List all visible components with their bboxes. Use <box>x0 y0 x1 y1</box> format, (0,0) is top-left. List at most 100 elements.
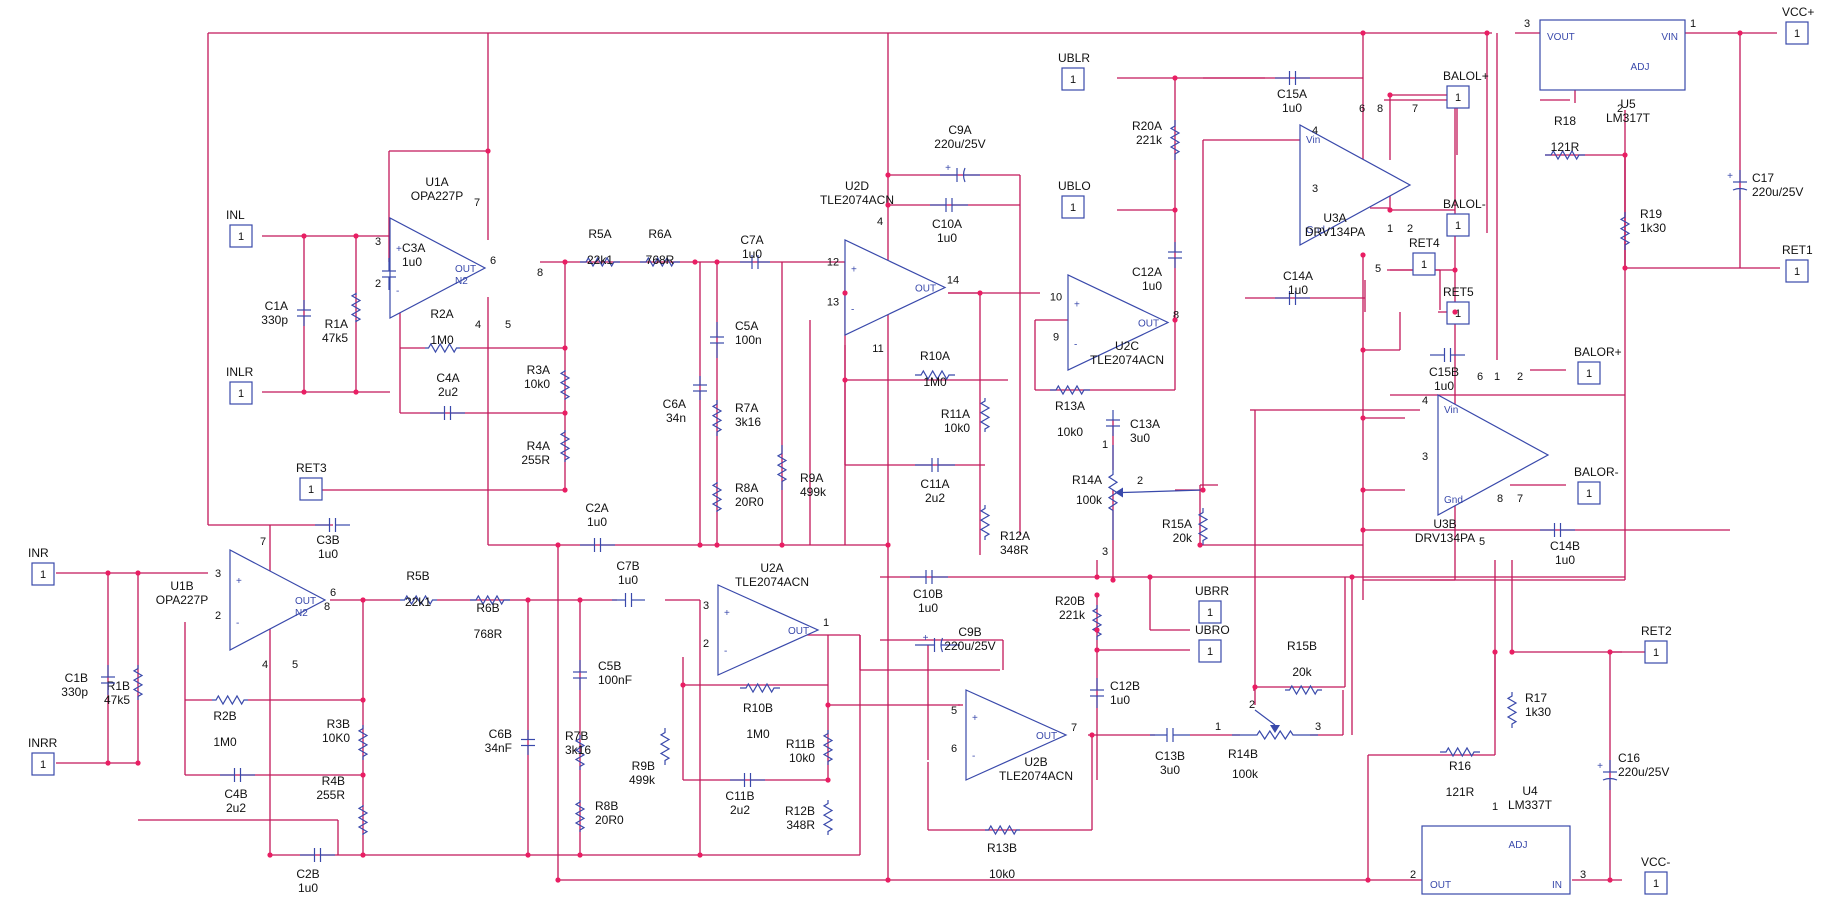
pin-minus: 2 <box>215 610 221 622</box>
resistor-body <box>1169 120 1181 160</box>
port-label: RET3 <box>296 461 327 475</box>
driver-pin: 6 <box>1477 371 1483 383</box>
output-mark: OUT <box>1036 731 1057 742</box>
resistor-ref: R8B <box>595 799 618 813</box>
resistor-value: 1k30 <box>1640 221 1666 235</box>
minus-input-mark: - <box>851 304 854 315</box>
polarity-mark: + <box>945 163 951 174</box>
pot-pin-1: 1 <box>1215 721 1221 733</box>
opamp-part: OPA227P <box>411 189 463 203</box>
pin-minus: 6 <box>951 743 957 755</box>
resistor-body <box>574 735 586 770</box>
capacitor-ref: C3A <box>402 241 425 255</box>
capacitor-value: 34nF <box>485 741 512 755</box>
vin-mark: Vin <box>1306 135 1320 146</box>
pin-supply-pos: 7 <box>260 536 266 548</box>
capacitor-ref: C3B <box>316 533 339 547</box>
junction <box>977 290 983 296</box>
port-box <box>1061 67 1085 91</box>
driver-ref: U3A <box>1323 211 1346 225</box>
resistor-body <box>400 594 437 606</box>
junction <box>1360 252 1366 258</box>
resistor-ref: R1A <box>325 317 348 331</box>
port-number: 1 <box>238 231 244 243</box>
driver-ref: U3B <box>1433 517 1456 531</box>
pin-plus: 12 <box>827 257 839 269</box>
minus-input-mark: - <box>396 286 399 297</box>
resistor-ref: R9A <box>800 471 823 485</box>
regulator-pin: 3 <box>1580 869 1586 881</box>
port-box <box>229 381 253 405</box>
opamp-ref: U2A <box>760 561 783 575</box>
resistor-body <box>1506 692 1518 728</box>
junction <box>135 760 141 766</box>
resistor-ref: R2A <box>430 307 453 321</box>
junction <box>485 148 491 154</box>
port-label: INRR <box>28 736 58 750</box>
resistor-value: 3k16 <box>735 415 761 429</box>
capacitor-value: 1u0 <box>402 255 422 269</box>
capacitor-value: 1u0 <box>1110 693 1130 707</box>
opamp-body <box>965 689 1068 781</box>
pot-body <box>1232 729 1318 741</box>
resistor-body <box>580 256 620 268</box>
resistor-body <box>212 694 248 706</box>
capacitor-ref: C13B <box>1155 749 1185 763</box>
resistor-body <box>132 665 144 700</box>
opamp-body <box>717 584 820 676</box>
driver-pin: 3 <box>1422 451 1428 463</box>
opamp-body <box>229 549 327 651</box>
port-number: 1 <box>1586 488 1592 500</box>
pin-supply-neg: 4 <box>475 319 481 331</box>
port-box <box>1785 259 1809 283</box>
junction <box>360 852 366 858</box>
junction <box>1197 542 1203 548</box>
port-box <box>1198 639 1222 663</box>
regulator-pin: 3 <box>1524 18 1530 30</box>
regulator-right-mark: IN <box>1552 880 1562 891</box>
pot-ref: R14A <box>1072 473 1102 487</box>
driver-pin: 8 <box>1497 493 1503 505</box>
pin-trim-1: 8 <box>324 601 330 613</box>
junction <box>1147 574 1153 580</box>
resistor-body <box>357 725 369 760</box>
pin-supply-neg: 4 <box>262 659 268 671</box>
driver-part: DRV134PA <box>1415 531 1475 545</box>
polarity-mark: + <box>1727 171 1733 182</box>
resistor-body <box>640 256 680 268</box>
capacitor-ref: C9A <box>948 123 971 137</box>
junction <box>1094 627 1100 633</box>
port-number: 1 <box>1207 607 1213 619</box>
resistor-value: 348R <box>1000 543 1029 557</box>
port-box <box>1446 213 1470 237</box>
opamp-body <box>389 217 487 319</box>
port-number: 1 <box>1653 878 1659 890</box>
pin-out: 8 <box>1173 310 1179 322</box>
wiper-arrow <box>1270 725 1280 733</box>
port-box <box>1412 252 1436 276</box>
capacitor-value: 220u/25V <box>934 137 985 151</box>
driver-pin: 7 <box>1517 493 1523 505</box>
capacitor-value: 1u0 <box>937 231 957 245</box>
resistor-body <box>711 400 723 436</box>
